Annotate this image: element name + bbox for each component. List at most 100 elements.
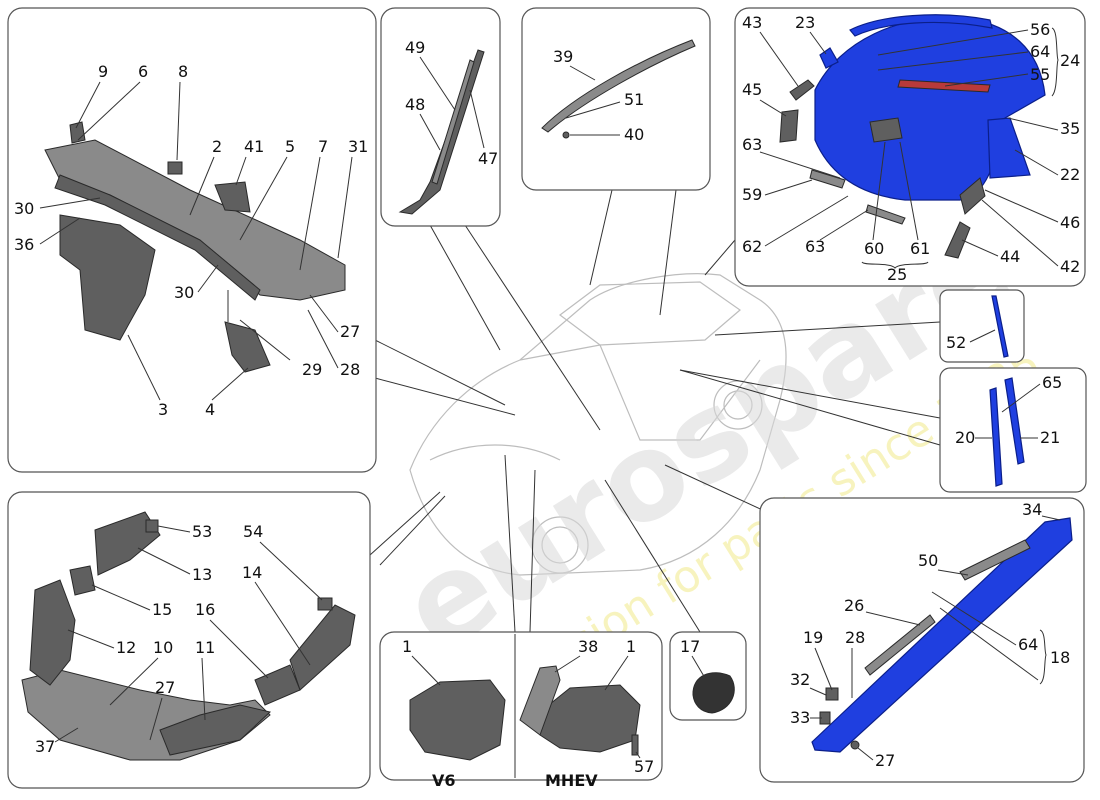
spoiler-callouts: 39 51 40 bbox=[553, 47, 644, 144]
insulation-13-part bbox=[94, 511, 161, 576]
svg-text:56: 56 bbox=[1030, 20, 1050, 39]
callout-60: 60 bbox=[864, 141, 886, 258]
panel-underhood-insulation bbox=[7, 491, 371, 789]
callout-56: 56 bbox=[877, 20, 1050, 56]
callout-41: 41 bbox=[235, 137, 264, 186]
callout-63-top: 63 bbox=[742, 135, 841, 179]
insulation-11-part bbox=[159, 704, 272, 756]
callout-59: 59 bbox=[742, 179, 813, 204]
callout-23: 23 bbox=[795, 13, 827, 55]
bracket-8-part bbox=[167, 161, 183, 175]
svg-text:2: 2 bbox=[212, 137, 222, 156]
callout-40: 40 bbox=[570, 125, 644, 144]
svg-text:57: 57 bbox=[634, 757, 654, 776]
svg-text:27: 27 bbox=[340, 322, 360, 341]
svg-text:1: 1 bbox=[402, 637, 412, 656]
spoiler-part bbox=[541, 39, 696, 133]
svg-text:16: 16 bbox=[195, 600, 215, 619]
svg-text:31: 31 bbox=[348, 137, 368, 156]
svg-text:21: 21 bbox=[1040, 428, 1060, 447]
callout-27: 27 bbox=[309, 294, 360, 341]
callout-38: 38 bbox=[554, 637, 598, 673]
callout-62: 62 bbox=[742, 195, 849, 256]
svg-text:44: 44 bbox=[1000, 247, 1020, 266]
callout-6: 6 bbox=[77, 62, 148, 141]
callout-17: 17 bbox=[680, 637, 706, 679]
callout-14: 14 bbox=[242, 563, 311, 666]
callout-30-top: 30 bbox=[14, 197, 101, 218]
pillar-callouts: 49 48 47 bbox=[405, 38, 498, 168]
washer-reservoir-part bbox=[59, 214, 156, 341]
wiper-cowl-part bbox=[54, 174, 261, 301]
side-skirt-part bbox=[811, 517, 1073, 753]
svg-text:30: 30 bbox=[174, 283, 194, 302]
callout-28: 28 bbox=[307, 309, 360, 379]
insulation-15-part bbox=[69, 565, 96, 596]
svg-text:22: 22 bbox=[1060, 165, 1080, 184]
engine-cover-v6-part bbox=[409, 679, 506, 761]
svg-text:27: 27 bbox=[875, 751, 895, 770]
callout-28-skirt: 28 bbox=[845, 628, 865, 698]
scuff-plate-50-part bbox=[959, 539, 1031, 581]
svg-text:54: 54 bbox=[243, 522, 263, 541]
svg-text:47: 47 bbox=[478, 149, 498, 168]
panel-window-seal bbox=[939, 289, 1025, 363]
spoiler-bolt-part bbox=[562, 131, 570, 139]
callout-27-underhood: 27 bbox=[149, 678, 175, 741]
trim-23-part bbox=[819, 47, 839, 69]
fastener-57-part bbox=[631, 734, 639, 756]
callout-18: 18 bbox=[939, 607, 1070, 685]
callout-19: 19 bbox=[803, 628, 833, 691]
clip-54-part bbox=[317, 597, 333, 611]
scuff-plate-26-part bbox=[864, 614, 936, 676]
svg-text:29: 29 bbox=[302, 360, 322, 379]
svg-text:61: 61 bbox=[910, 239, 930, 258]
bracket-4-part bbox=[224, 321, 271, 373]
svg-text:39: 39 bbox=[553, 47, 573, 66]
callout-44: 44 bbox=[961, 239, 1020, 266]
callout-11: 11 bbox=[195, 638, 215, 721]
callout-61: 61 bbox=[899, 141, 930, 258]
svg-text:25: 25 bbox=[887, 265, 907, 284]
tailgate-lower-part bbox=[987, 117, 1031, 179]
svg-text:13: 13 bbox=[192, 565, 212, 584]
callout-3: 3 bbox=[127, 334, 168, 419]
callout-57: 57 bbox=[634, 751, 654, 776]
clip-32-part bbox=[825, 687, 839, 701]
svg-text:65: 65 bbox=[1042, 373, 1062, 392]
svg-text:60: 60 bbox=[864, 239, 884, 258]
callout-29: 29 bbox=[302, 360, 322, 379]
trim-20-part bbox=[989, 387, 1003, 487]
panel-leaders bbox=[369, 189, 941, 633]
svg-text:15: 15 bbox=[152, 600, 172, 619]
callout-20: 20 bbox=[955, 428, 992, 447]
callout-45: 45 bbox=[742, 80, 787, 117]
clip-53-part bbox=[145, 519, 159, 533]
callout-50: 50 bbox=[918, 551, 969, 576]
fastener-27-part bbox=[850, 740, 860, 750]
callout-36: 36 bbox=[14, 217, 81, 254]
callout-7: 7 bbox=[299, 137, 328, 271]
panel-pillar-trim bbox=[380, 7, 501, 227]
callout-49: 49 bbox=[405, 38, 456, 111]
callout-63-bottom: 63 bbox=[805, 209, 869, 256]
svg-text:27: 27 bbox=[155, 678, 175, 697]
pillar-trim-part bbox=[398, 49, 485, 215]
tailgate-callouts: 43 23 56 64 55 24 45 35 22 63 59 46 62 6… bbox=[742, 13, 1080, 284]
seal-52-part bbox=[991, 295, 1009, 358]
svg-text:53: 53 bbox=[192, 522, 212, 541]
callout-21: 21 bbox=[1020, 428, 1060, 447]
bracket-9-part bbox=[69, 121, 86, 144]
panel-badge bbox=[669, 631, 747, 721]
svg-text:5: 5 bbox=[285, 137, 295, 156]
callout-32: 32 bbox=[790, 670, 827, 696]
lamp-43-part bbox=[789, 79, 815, 101]
panel-engine-cover bbox=[379, 631, 663, 781]
svg-text:51: 51 bbox=[624, 90, 644, 109]
side-skirt-callouts: 34 50 26 64 19 28 18 32 33 27 bbox=[790, 500, 1070, 770]
svg-text:62: 62 bbox=[742, 237, 762, 256]
svg-text:28: 28 bbox=[845, 628, 865, 647]
svg-text:9: 9 bbox=[98, 62, 108, 81]
svg-text:3: 3 bbox=[158, 400, 168, 419]
